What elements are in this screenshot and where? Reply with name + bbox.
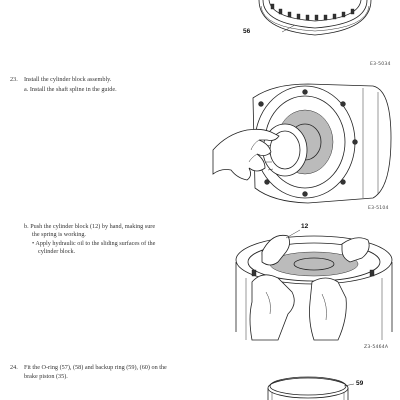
step-24-line2: brake piston (35). <box>24 373 68 380</box>
figure-code-third: Z3-5464A <box>364 345 389 350</box>
figure-push-cylinder-block <box>235 229 393 341</box>
figure-code-second: E3-5104 <box>368 206 389 211</box>
step-23b-bullet-line1: • Apply hydraulic oil to the sliding sur… <box>32 240 156 247</box>
figure-code-top: E3-5034 <box>370 62 391 67</box>
step-23b-line1: b. Push the cylinder block (12) by hand,… <box>24 223 156 230</box>
step-24-line1: Fit the O-ring (57), (58) and backup rin… <box>24 364 167 371</box>
callout-56: 56 <box>243 28 251 35</box>
step-23b-line2: the spring is working. <box>32 231 86 238</box>
step-24-number: 24. <box>10 364 18 371</box>
callout-12: 12 <box>301 223 309 230</box>
figure-gear-ring <box>258 0 372 36</box>
step-23a-text: a. Install the shaft spline in the guide… <box>24 86 117 93</box>
figure-brake-piston <box>267 376 355 400</box>
callout-59: 59 <box>356 380 364 387</box>
step-23-text: Install the cylinder block assembly. <box>24 76 112 83</box>
step-23-number: 23. <box>10 76 18 83</box>
step-23b-bullet-line2: cylinder block. <box>38 248 76 255</box>
figure-install-shaft <box>212 83 392 204</box>
